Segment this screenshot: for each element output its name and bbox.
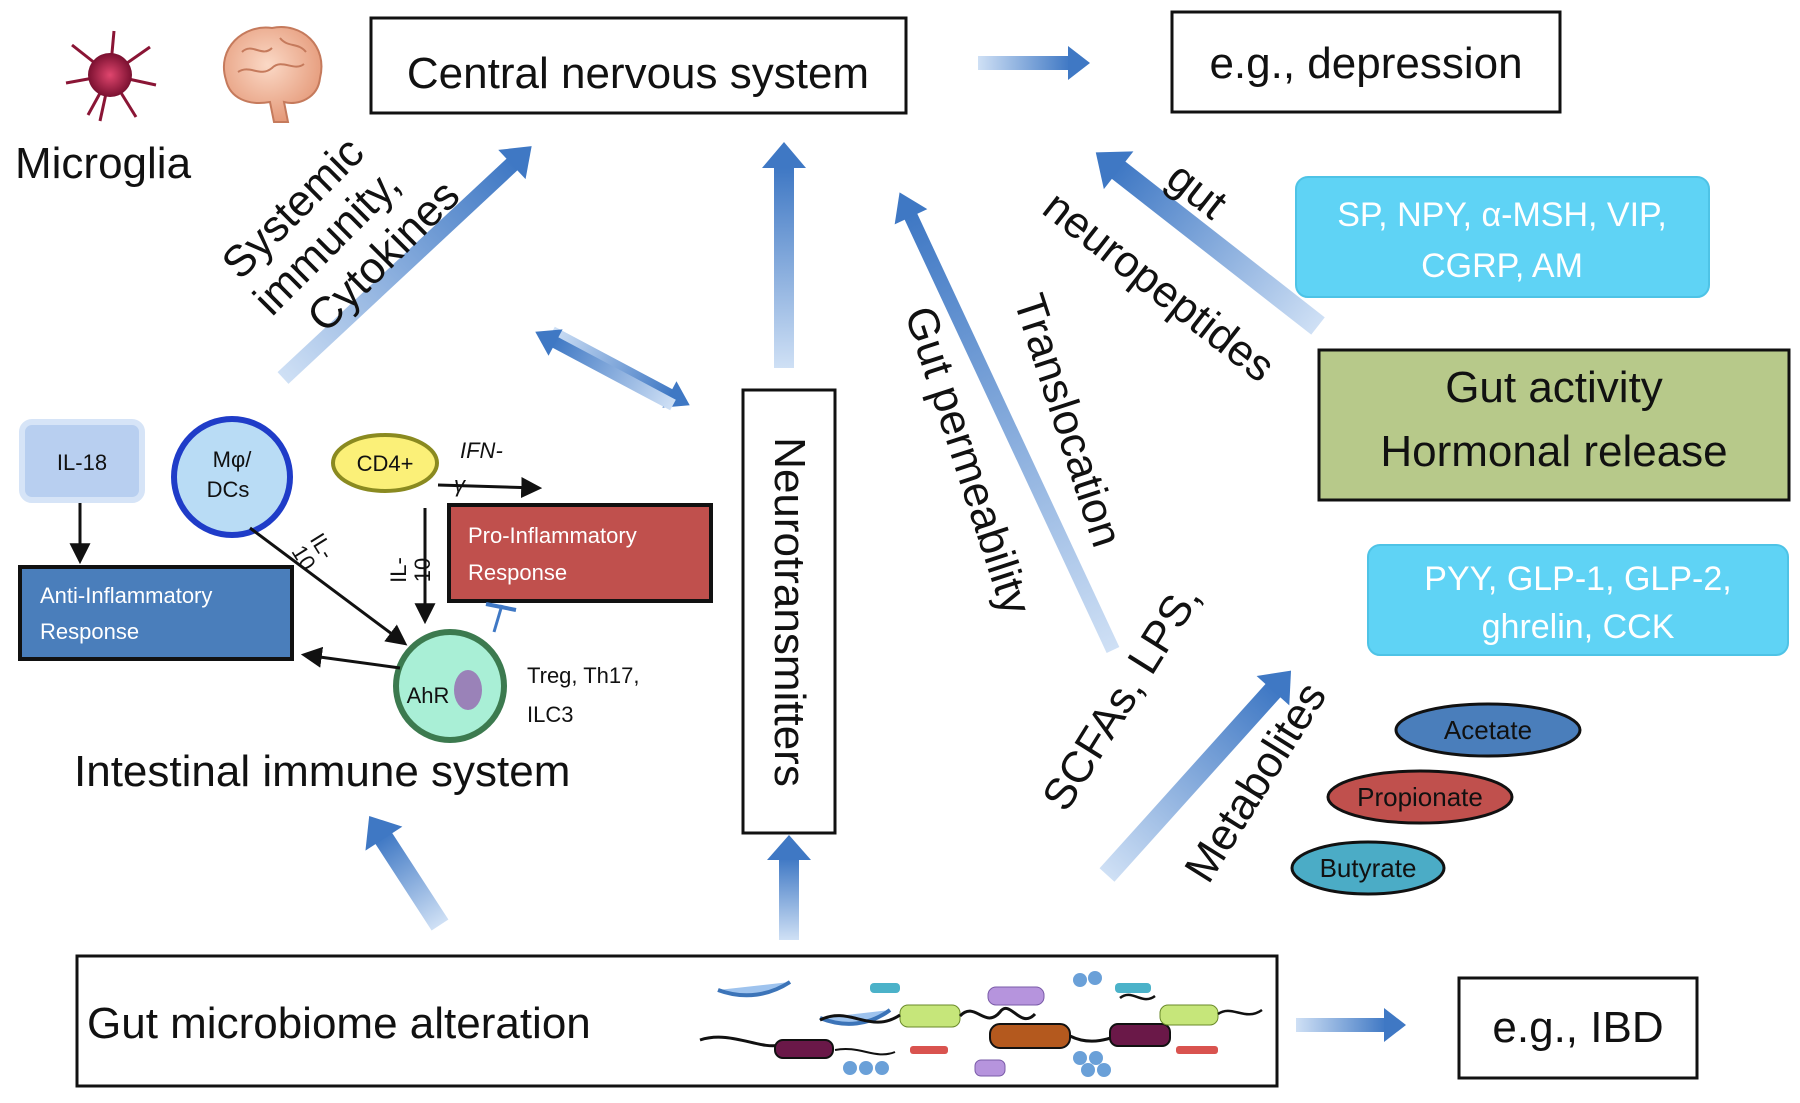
butyrate-label: Butyrate bbox=[1320, 853, 1417, 883]
cd4-cell bbox=[331, 433, 439, 493]
anti-inflammatory-line2: Response bbox=[40, 619, 139, 644]
anti-inflammatory-line1: Anti-Inflammatory bbox=[40, 583, 212, 608]
cell-types-line2: ILC3 bbox=[527, 702, 573, 727]
pro-inflammatory-box bbox=[447, 503, 713, 603]
macrophage-to-ahr-arrow bbox=[249, 526, 408, 646]
ibd-label: e.g., IBD bbox=[1492, 1003, 1663, 1052]
depression-box bbox=[1170, 10, 1562, 114]
ahr-inhibits-pro-marker bbox=[485, 602, 517, 633]
macrophage-label-line2: DCs bbox=[207, 477, 250, 502]
neuropeptides-list-line2: CGRP, AM bbox=[1421, 247, 1583, 285]
macrophage-label-line1: Mφ/ bbox=[213, 447, 253, 472]
ahr-label: AhR bbox=[407, 683, 450, 708]
arrow-systemic-to-cns bbox=[277, 146, 532, 384]
macrophage-dc-cell bbox=[171, 416, 293, 538]
butyrate-ellipse bbox=[1290, 840, 1446, 896]
arrow-microbiome-to-immune bbox=[365, 815, 449, 931]
svg-text:IL-: IL- bbox=[386, 557, 411, 583]
il10-label-a: IL- 10 bbox=[287, 529, 340, 575]
hormones-list-line2: ghrelin, CCK bbox=[1482, 608, 1675, 646]
cd4-label: CD4+ bbox=[357, 451, 414, 476]
arrow-cns-to-depression bbox=[978, 46, 1090, 80]
arrow-neuropeptides-to-cns bbox=[1095, 151, 1325, 335]
neuropeptides-box bbox=[1295, 176, 1710, 298]
arrow-metabolites-to-hormones bbox=[1099, 670, 1292, 882]
systemic-immunity-label: Systemic immunity, Cytokines bbox=[213, 128, 470, 342]
gut-microbiome-label: Gut microbiome alteration bbox=[87, 999, 591, 1048]
acetate-ellipse bbox=[1394, 702, 1582, 758]
bacteria-illustration bbox=[699, 971, 1263, 1077]
microglia-label: Microglia bbox=[15, 139, 192, 188]
svg-text:10: 10 bbox=[410, 558, 435, 582]
propionate-ellipse bbox=[1326, 769, 1514, 825]
ibd-box bbox=[1457, 976, 1699, 1080]
arrow-microbiome-to-neurotransmitters bbox=[767, 835, 811, 940]
translocation-label: Translocation bbox=[1004, 288, 1132, 553]
arrow-microbiome-to-ibd bbox=[1296, 1008, 1406, 1042]
microglia-icon bbox=[65, 30, 157, 122]
brain-icon bbox=[223, 26, 323, 123]
propionate-label: Propionate bbox=[1357, 782, 1483, 812]
ifn-label-line2: γ bbox=[454, 472, 467, 497]
hormones-box bbox=[1367, 544, 1789, 656]
immune-subdiagram: IL-18 Mφ/ DCs CD4+ IFN- γ Pro-Inflammato… bbox=[18, 416, 713, 743]
ahr-to-anti-arrow bbox=[300, 646, 401, 670]
arrow-neurotransmitters-to-cns bbox=[762, 142, 806, 368]
ifn-label-line1: IFN- bbox=[460, 438, 503, 463]
pro-inflammatory-line1: Pro-Inflammatory bbox=[468, 523, 637, 548]
gut-activity-line1: Gut activity bbox=[1445, 363, 1663, 412]
il18-label: IL-18 bbox=[57, 450, 107, 475]
gut-activity-box bbox=[1317, 348, 1791, 502]
depression-label: e.g., depression bbox=[1209, 39, 1522, 88]
cell-types-line1: Treg, Th17, bbox=[527, 663, 640, 688]
pro-inflammatory-line2: Response bbox=[468, 560, 567, 585]
ahr-cell bbox=[393, 629, 507, 743]
il18-box bbox=[19, 419, 145, 503]
neuropeptides-list-line1: SP, NPY, α-MSH, VIP, bbox=[1337, 196, 1667, 234]
cns-label: Central nervous system bbox=[407, 49, 869, 98]
ifn-gamma-arrow bbox=[437, 477, 543, 498]
acetate-label: Acetate bbox=[1444, 715, 1532, 745]
neurotransmitters-label: Neurotransmitters bbox=[765, 437, 814, 787]
arrow-bidirectional-immune-neuro bbox=[535, 326, 690, 411]
neurotransmitters-box bbox=[741, 388, 837, 835]
gut-activity-line2: Hormonal release bbox=[1380, 427, 1727, 476]
intestinal-immune-label: Intestinal immune system bbox=[74, 747, 570, 796]
il10-label-b: IL- 10 bbox=[386, 557, 435, 583]
cns-box bbox=[369, 16, 908, 115]
ahr-nucleus bbox=[454, 670, 482, 710]
arrow-translocation-to-cns bbox=[894, 192, 1120, 653]
flow-arrows bbox=[277, 46, 1406, 1042]
hormones-list-line1: PYY, GLP-1, GLP-2, bbox=[1424, 560, 1731, 598]
anti-inflammatory-box bbox=[18, 565, 294, 661]
